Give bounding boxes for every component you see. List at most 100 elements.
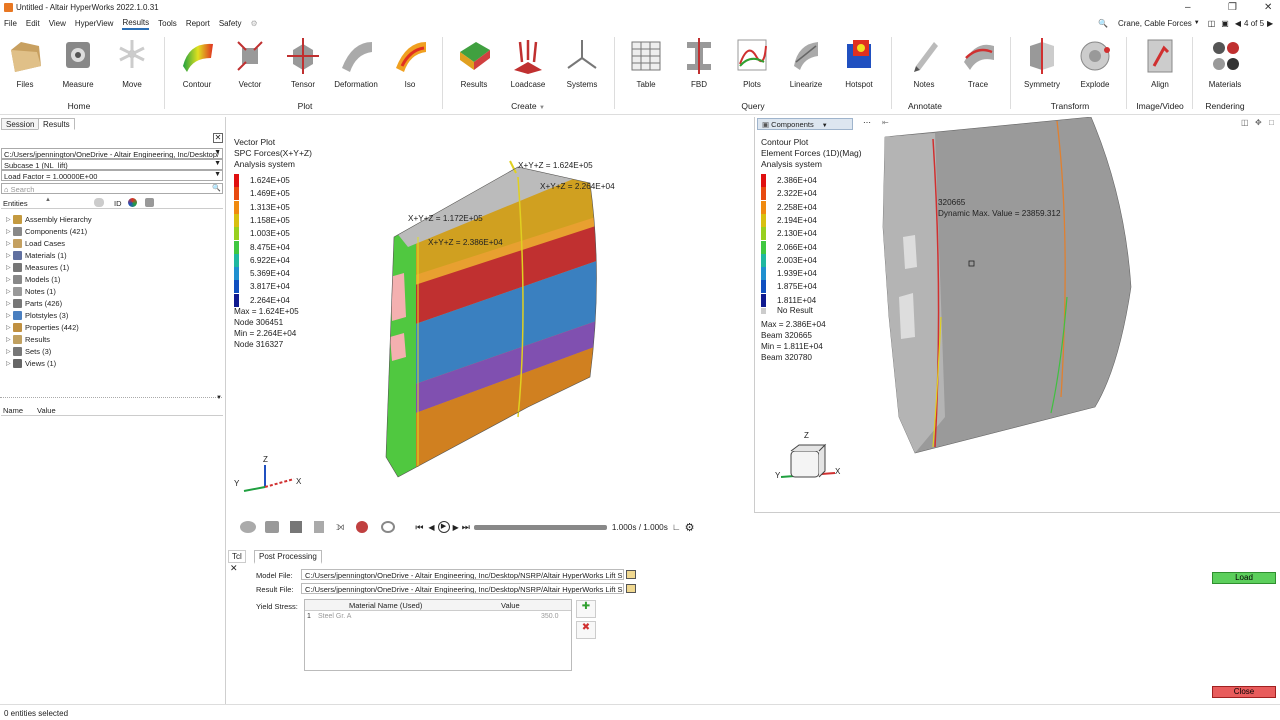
session-selector[interactable]: Crane, Cable Forces: [1117, 18, 1192, 28]
restore-icon[interactable]: ❐: [1228, 2, 1237, 13]
iso-button[interactable]: Iso: [388, 36, 432, 89]
step-back-icon[interactable]: ◀: [428, 522, 435, 532]
chevron-right-icon[interactable]: ▷: [6, 301, 11, 307]
orbit-icon[interactable]: [240, 521, 256, 533]
color-icon[interactable]: [128, 198, 137, 207]
wireframe-icon[interactable]: [381, 521, 396, 533]
expand-icon[interactable]: ✥: [1255, 118, 1262, 127]
view-icon[interactable]: ◫: [1241, 118, 1249, 127]
axis-icon[interactable]: ⟕: [336, 520, 345, 533]
hotspot-button[interactable]: Hotspot: [837, 36, 881, 89]
table-row[interactable]: 1 Steel Gr. A 350.0: [307, 613, 559, 620]
splitter[interactable]: [0, 397, 222, 398]
tab-tcl[interactable]: Tcl: [228, 550, 246, 563]
chevron-right-icon[interactable]: ▷: [6, 217, 11, 223]
id-column[interactable]: ID: [114, 199, 122, 208]
load-factor-select[interactable]: Load Factor = 1.00000E+00▼: [1, 170, 223, 181]
ship-model-vector[interactable]: [378, 157, 608, 487]
tree-item[interactable]: ▷Materials (1): [6, 251, 67, 260]
menu-edit[interactable]: Edit: [25, 18, 40, 28]
folder-icon[interactable]: [626, 584, 636, 593]
chevron-right-icon[interactable]: ▷: [6, 349, 11, 355]
page-next-icon[interactable]: ▶: [1267, 18, 1274, 28]
load-button[interactable]: Load: [1212, 572, 1276, 584]
move-button[interactable]: Move: [110, 36, 154, 89]
viewport-contour-plot[interactable]: ▣ Components▼ ⋯ ⇤ ◫ ✥ □ Contour Plot Ele…: [754, 117, 1280, 513]
gear-icon[interactable]: ⚙: [250, 18, 258, 28]
explode-button[interactable]: Explode: [1073, 36, 1117, 89]
measure-button[interactable]: Measure: [56, 36, 100, 89]
display-icon[interactable]: [145, 198, 154, 207]
menu-report[interactable]: Report: [185, 18, 210, 28]
zoom-icon[interactable]: [356, 521, 369, 533]
tree-item[interactable]: ▷Components (421): [6, 227, 88, 236]
systems-button[interactable]: Systems: [560, 36, 604, 89]
components-dropdown[interactable]: ▣ Components▼: [757, 118, 853, 130]
close-tab-icon[interactable]: ✕: [230, 563, 238, 573]
maximize-icon[interactable]: □: [1269, 118, 1274, 127]
chevron-right-icon[interactable]: ▷: [6, 241, 11, 247]
menu-view[interactable]: View: [48, 18, 66, 28]
notes-button[interactable]: Notes: [902, 36, 946, 89]
play-icon[interactable]: ▶: [437, 521, 450, 533]
search-input[interactable]: ⌂ Search🔍: [1, 183, 223, 194]
cube-view-icon[interactable]: [290, 521, 302, 533]
minimize-icon[interactable]: –: [1185, 2, 1191, 13]
folder-icon[interactable]: [626, 570, 636, 579]
materials-button[interactable]: Materials: [1203, 36, 1247, 89]
tab-post-processing[interactable]: Post Processing: [254, 550, 322, 564]
result-path-field[interactable]: C:/Users/jpennington/OneDrive - Altair E…: [1, 148, 223, 159]
close-button[interactable]: Close: [1212, 686, 1276, 698]
plots-button[interactable]: Plots: [730, 36, 774, 89]
remove-row-icon[interactable]: ✖: [576, 621, 596, 639]
more-icon[interactable]: ⋯: [863, 118, 871, 127]
layer-icon[interactable]: [314, 521, 324, 533]
tree-item[interactable]: ▷Parts (426): [6, 299, 63, 308]
tab-results[interactable]: Results: [38, 118, 75, 130]
chevron-right-icon[interactable]: ▷: [6, 253, 11, 259]
tree-item[interactable]: ▷Results: [6, 335, 51, 344]
chevron-right-icon[interactable]: ▷: [6, 229, 11, 235]
subcase-select[interactable]: Subcase 1 (NL_lift)▼: [1, 159, 223, 170]
deformation-button[interactable]: Deformation: [334, 36, 378, 89]
chevron-right-icon[interactable]: ▷: [6, 289, 11, 295]
page-prev-icon[interactable]: ◀: [1234, 18, 1242, 28]
filter-icon[interactable]: [94, 198, 104, 207]
step-forward-icon[interactable]: ▶: [452, 522, 459, 532]
chevron-right-icon[interactable]: ▷: [6, 325, 11, 331]
menu-hyperview[interactable]: HyperView: [74, 18, 114, 28]
tree-item[interactable]: ▷Models (1): [6, 275, 61, 284]
chevron-right-icon[interactable]: ▷: [6, 313, 11, 319]
view-cube[interactable]: [777, 437, 847, 487]
result-file-input[interactable]: C:/Users/jpennington/OneDrive - Altair E…: [301, 583, 624, 594]
tree-item[interactable]: ▷Load Cases: [6, 239, 66, 248]
animation-slider[interactable]: [473, 524, 607, 530]
fbd-button[interactable]: FBD: [677, 36, 721, 89]
chevron-right-icon[interactable]: ▷: [6, 277, 11, 283]
tab-session[interactable]: Session: [1, 118, 40, 130]
tree-item[interactable]: ▷Properties (442): [6, 323, 79, 332]
speed-icon[interactable]: ∟: [671, 522, 681, 532]
symmetry-button[interactable]: Symmetry: [1020, 36, 1064, 89]
ship-model-contour[interactable]: [875, 117, 1145, 457]
close-panel-icon[interactable]: ✕: [213, 133, 223, 143]
menu-tools[interactable]: Tools: [158, 18, 177, 28]
tree-item[interactable]: ▷Measures (1): [6, 263, 70, 272]
linearize-button[interactable]: Linearize: [784, 36, 828, 89]
layout-icon[interactable]: ◫: [1207, 18, 1216, 28]
chevron-down-icon[interactable]: ▼: [216, 395, 222, 401]
loadcase-button[interactable]: Loadcase: [506, 36, 550, 89]
menu-file[interactable]: File: [4, 18, 17, 28]
files-button[interactable]: Files: [3, 36, 47, 89]
align-button[interactable]: Align: [1138, 36, 1182, 89]
settings-icon[interactable]: ⚙: [684, 521, 695, 534]
table-button[interactable]: Table: [624, 36, 668, 89]
tree-item[interactable]: ▷Notes (1): [6, 287, 56, 296]
menu-safety[interactable]: Safety: [218, 18, 242, 28]
tree-item[interactable]: ▷Plotstyles (3): [6, 311, 69, 320]
chevron-right-icon[interactable]: ▷: [6, 361, 11, 367]
tree-item[interactable]: ▷Sets (3): [6, 347, 52, 356]
book-icon[interactable]: ▣: [1221, 18, 1229, 28]
add-row-icon[interactable]: ✚: [576, 600, 596, 618]
menu-results[interactable]: Results: [122, 17, 150, 30]
